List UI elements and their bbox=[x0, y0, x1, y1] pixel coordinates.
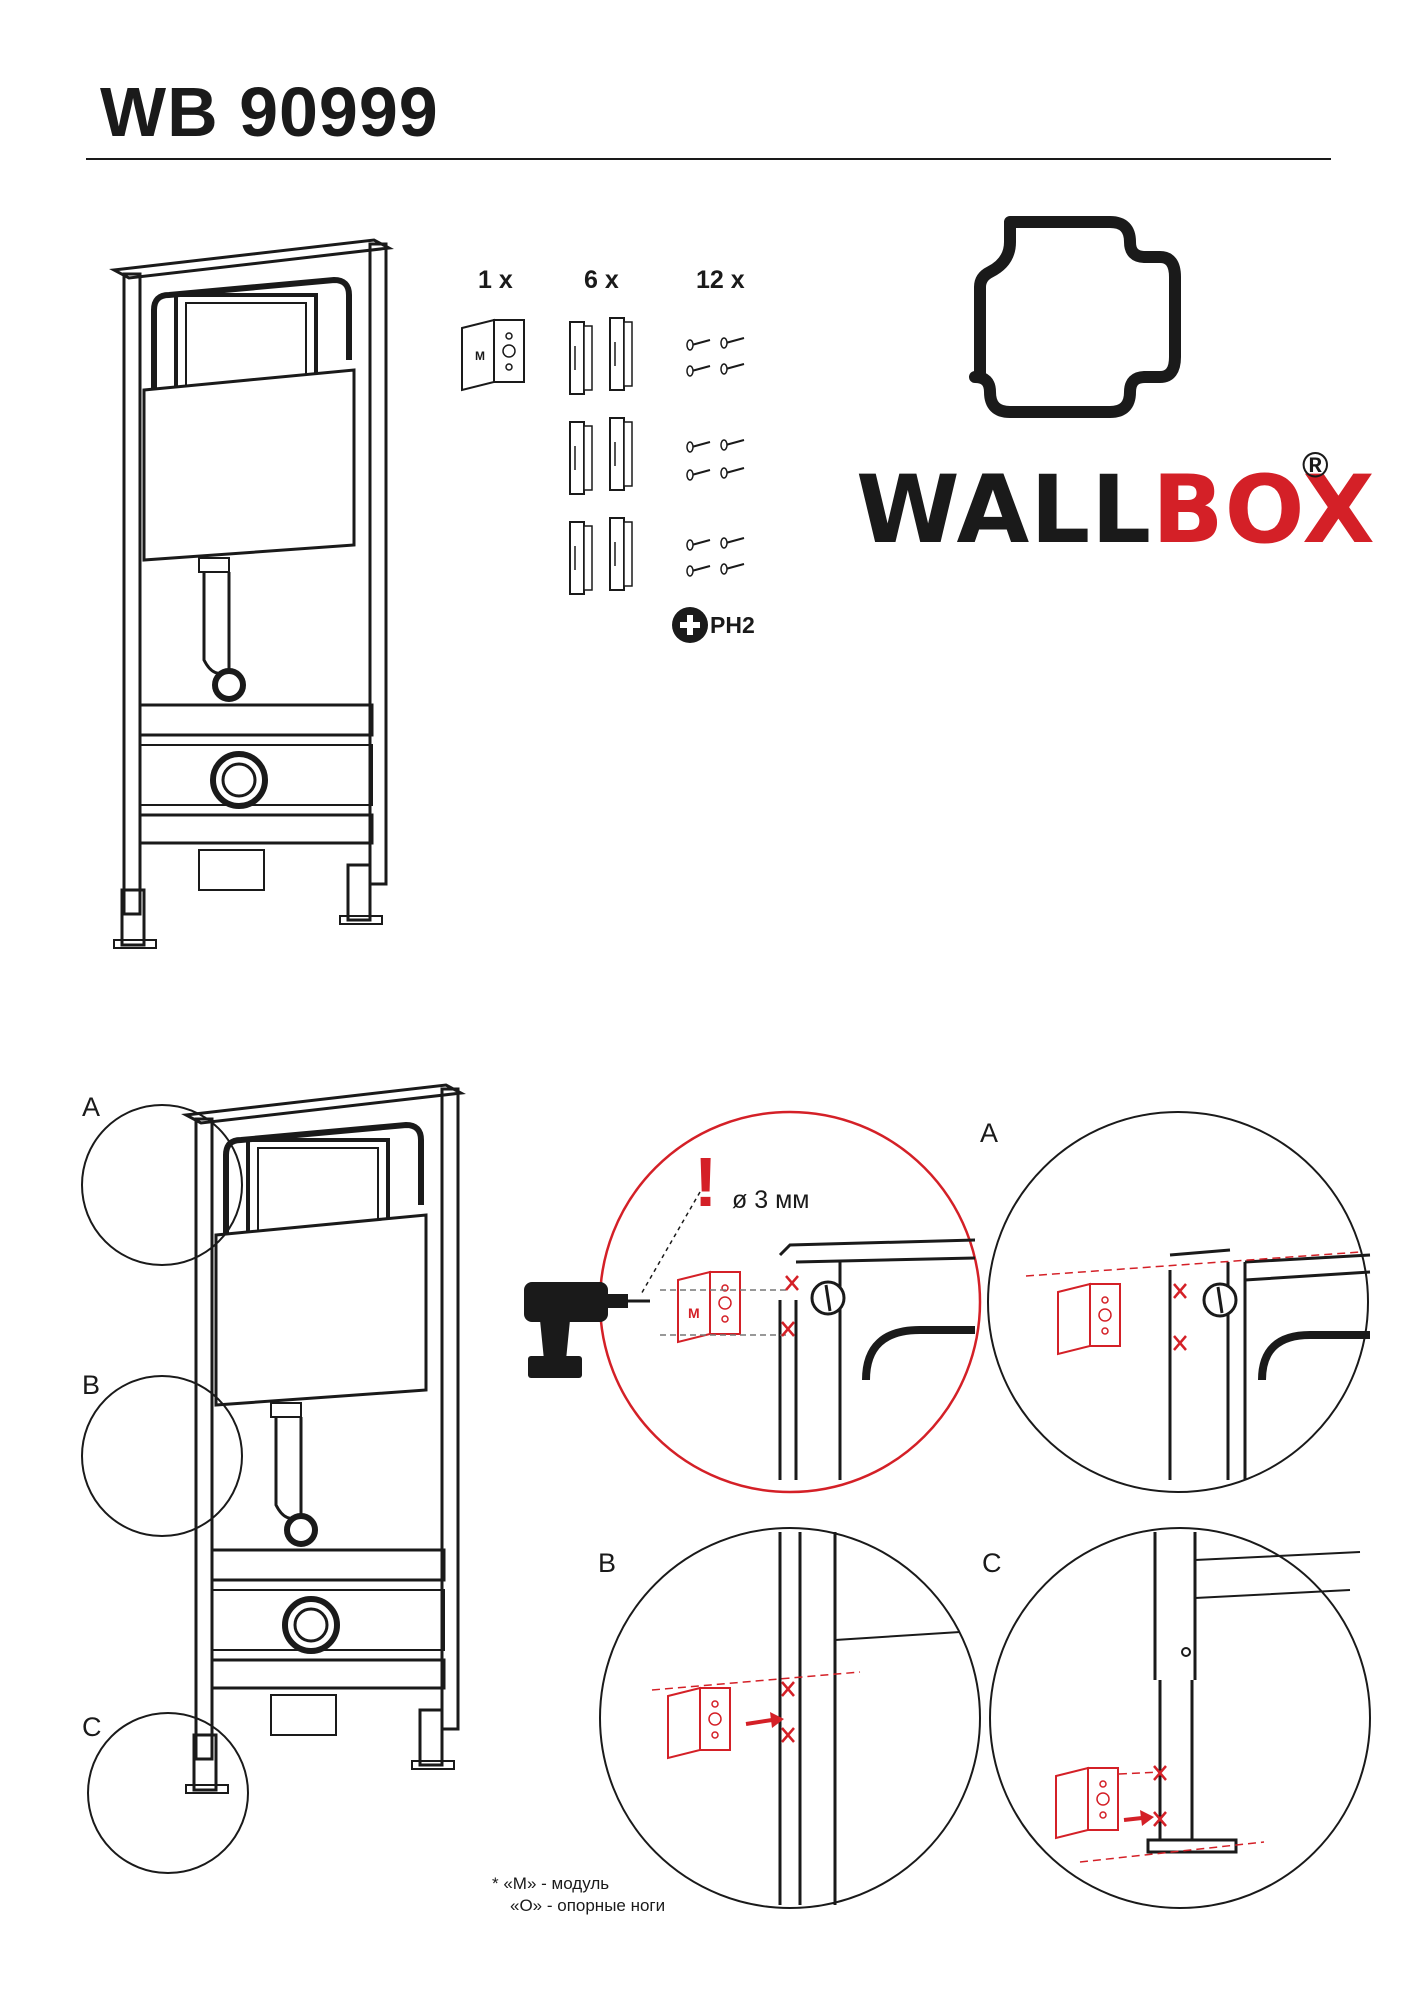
callout-label-c-left: C bbox=[82, 1712, 102, 1742]
callout-circle-a bbox=[81, 1104, 243, 1266]
registered-mark: ® bbox=[1302, 444, 1329, 485]
logo-wall: WALL bbox=[856, 456, 1153, 565]
drill-marks bbox=[639, 1191, 799, 1337]
footnote-line-2: «О» - опорные ноги bbox=[510, 1896, 666, 1915]
drill-detail bbox=[778, 1238, 976, 1480]
bracket-letter-kit: M bbox=[475, 349, 485, 363]
screw-icons bbox=[686, 337, 745, 577]
bracket-a-icon bbox=[1057, 1283, 1121, 1355]
callout-circle-c bbox=[87, 1712, 249, 1874]
bracket-c-icon bbox=[1055, 1767, 1119, 1839]
detail-a bbox=[1025, 1248, 1371, 1480]
phillips-icon bbox=[672, 607, 708, 643]
callout-label-a-detail: A bbox=[980, 1118, 999, 1148]
warning-mark: ! bbox=[694, 1143, 718, 1221]
bracket-b-icon bbox=[667, 1687, 731, 1759]
bracket-letter-drill: M bbox=[688, 1305, 700, 1321]
qty-clips: 6 x bbox=[584, 266, 619, 294]
qty-screws: 12 x bbox=[696, 266, 745, 294]
frame-illustration-bottom bbox=[186, 1085, 461, 1793]
brand-cross-icon bbox=[969, 216, 1181, 418]
bracket-icon bbox=[461, 319, 525, 391]
detail-circle-a bbox=[987, 1111, 1369, 1493]
callout-circle-b bbox=[81, 1375, 243, 1537]
drill-icon bbox=[524, 1282, 650, 1378]
detail-circle-b bbox=[599, 1527, 981, 1909]
detail-circle-c bbox=[989, 1527, 1371, 1909]
drill-diameter-note: ø 3 мм bbox=[732, 1186, 810, 1214]
model-title: WB 90999 bbox=[100, 73, 439, 151]
callout-label-c-detail: C bbox=[982, 1548, 1002, 1578]
footnote: * «М» - модуль «О» - опорные ноги bbox=[492, 1873, 665, 1917]
frame-illustration-top bbox=[114, 240, 389, 948]
callout-label-a-left: A bbox=[82, 1092, 101, 1122]
callout-label-b-left: B bbox=[82, 1370, 101, 1400]
header-rule bbox=[86, 158, 1331, 160]
qty-bracket: 1 x bbox=[478, 266, 513, 294]
detail-c bbox=[1079, 1532, 1361, 1863]
clip-icons bbox=[569, 317, 633, 595]
screwdriver-label: PH2 bbox=[710, 612, 755, 638]
brand-logo-text: WALLBOX bbox=[856, 456, 1376, 565]
footnote-line-1: * «М» - модуль bbox=[492, 1874, 610, 1893]
drill-detail-circle bbox=[598, 1110, 982, 1494]
logo-box: BOX bbox=[1152, 456, 1376, 565]
callout-label-b-detail: B bbox=[598, 1548, 617, 1578]
detail-b bbox=[651, 1532, 961, 1905]
